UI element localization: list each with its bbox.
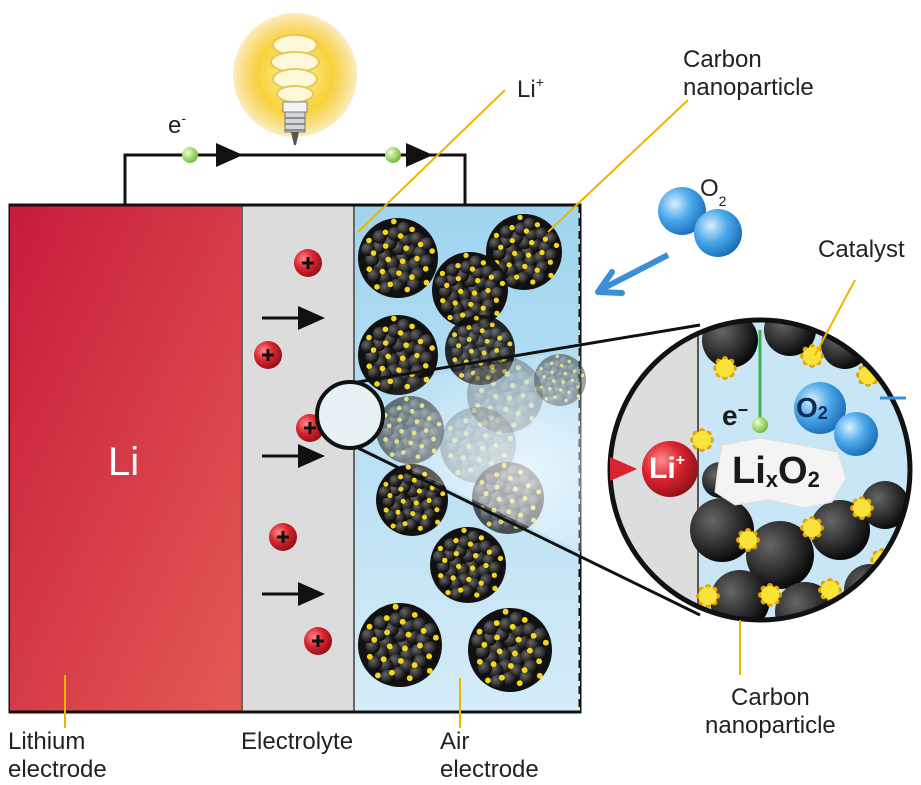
carbon-nanoparticle-icon xyxy=(358,603,442,687)
li-ion-icon xyxy=(304,627,332,655)
carbon-nanoparticle-icon xyxy=(468,608,552,692)
lithium-electrode xyxy=(10,205,242,712)
catalyst-icon xyxy=(800,344,824,368)
catalyst-icon xyxy=(736,528,760,552)
electrolyte-region xyxy=(242,205,354,712)
carbon-nanoparticle-icon xyxy=(486,214,562,290)
zoom-source-circle xyxy=(315,380,385,450)
zoom-cone xyxy=(350,328,700,610)
electron-dot-2 xyxy=(385,147,401,163)
zoom-electron-label: e− xyxy=(722,400,749,431)
leader-lines xyxy=(64,89,856,728)
catalyst-icon xyxy=(690,428,714,452)
catalyst-label: Catalyst xyxy=(818,236,905,263)
li-ion-icon xyxy=(294,249,322,277)
oxygen-arrow xyxy=(598,252,670,293)
electrolyte-label: Electrolyte xyxy=(241,728,354,755)
catalyst-icon xyxy=(850,496,874,520)
zoom-carbon-particle xyxy=(861,481,909,529)
zoom-li-ion-icon xyxy=(642,441,698,497)
catalyst-icon xyxy=(713,356,737,380)
zoom-carbon-particle xyxy=(746,521,814,589)
li-ion-icon xyxy=(269,523,297,551)
li-ion-icon xyxy=(254,341,282,369)
zoom-product-label: LixO2 xyxy=(732,450,820,492)
lithium-center-label: Li xyxy=(108,440,140,484)
catalyst-icon xyxy=(696,584,720,608)
zoom-oxygen-icon xyxy=(794,382,878,456)
zoom-electron-icon xyxy=(752,417,768,433)
electron-dot-1 xyxy=(182,147,198,163)
zoom-carbon-particle xyxy=(764,320,816,356)
carbon-nanoparticle-icon xyxy=(432,252,508,328)
zoom-oxygen-label: O2 xyxy=(796,392,828,423)
light-bulb-icon xyxy=(233,13,357,145)
circuit-wire xyxy=(123,153,467,205)
carbon-nanoparticle-icon xyxy=(430,527,506,603)
oxygen-molecule-icon xyxy=(658,187,742,257)
zoom-li-label: Li+ xyxy=(649,452,686,485)
lixo2-deposit xyxy=(714,437,847,509)
oxygen-label: O2 xyxy=(700,175,727,209)
carbon-nanoparticle-icon xyxy=(358,218,438,298)
catalyst-icon xyxy=(800,516,824,540)
catalyst-icon xyxy=(758,583,782,607)
zoom-carbon-particle xyxy=(690,498,754,562)
li-ion-label: Li+ xyxy=(517,74,544,103)
electron-label: e- xyxy=(168,110,187,139)
